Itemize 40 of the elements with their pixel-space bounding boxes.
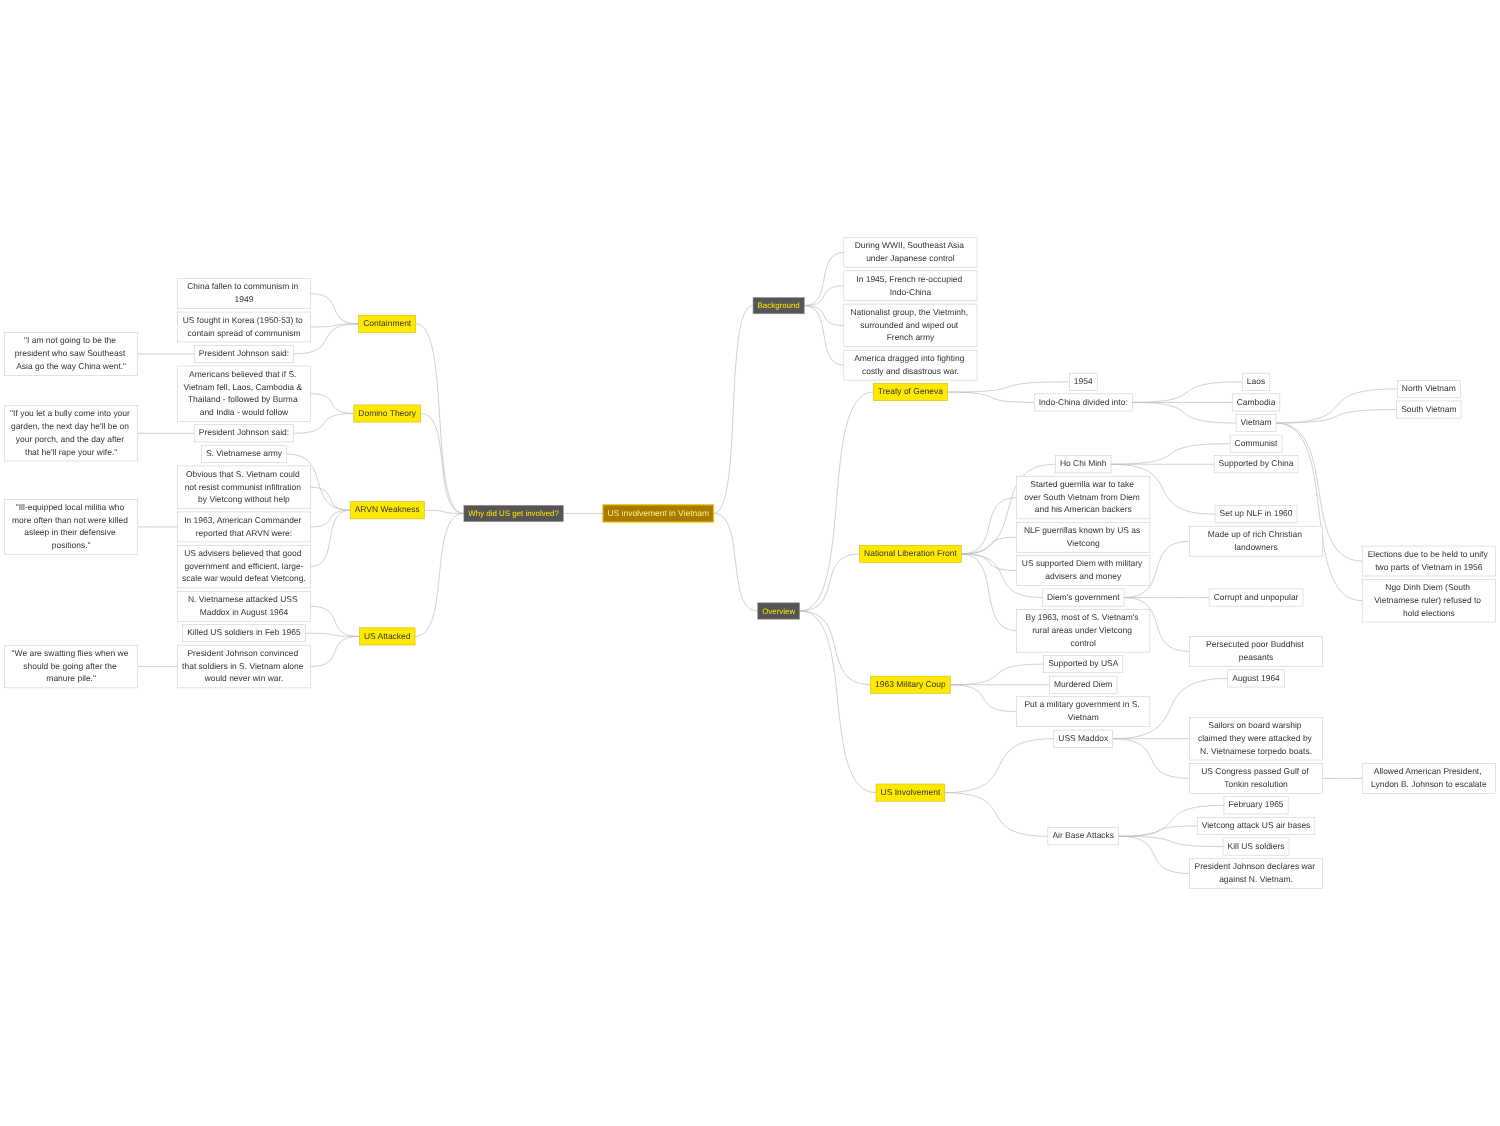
connector xyxy=(799,610,871,686)
connector xyxy=(414,513,465,637)
connector xyxy=(415,323,465,514)
connector xyxy=(310,636,360,667)
connector xyxy=(137,433,195,434)
connector xyxy=(563,513,604,514)
connector xyxy=(1118,835,1190,874)
connector xyxy=(310,486,351,511)
connector xyxy=(799,391,874,612)
connector xyxy=(947,391,1035,403)
connector xyxy=(293,323,359,355)
connector xyxy=(961,553,1017,571)
connector xyxy=(803,305,845,366)
connector xyxy=(1110,463,1216,515)
connector xyxy=(293,413,355,434)
connector xyxy=(1112,738,1190,779)
connector xyxy=(803,305,845,326)
connector xyxy=(286,453,351,511)
connector xyxy=(1131,402,1237,424)
connector xyxy=(944,792,1049,837)
connector xyxy=(713,305,754,514)
connector xyxy=(713,513,758,612)
connector xyxy=(423,509,465,514)
connector xyxy=(310,605,360,637)
connector xyxy=(1123,597,1190,652)
connector xyxy=(310,509,351,528)
connector xyxy=(420,413,465,514)
connector xyxy=(1322,778,1363,779)
connector xyxy=(137,666,178,667)
connector xyxy=(799,610,877,793)
connector xyxy=(310,509,351,567)
connector xyxy=(949,684,1017,713)
connector xyxy=(1123,540,1190,598)
connector xyxy=(961,553,1017,632)
connector xyxy=(1275,422,1363,602)
connector xyxy=(1275,388,1398,424)
connector xyxy=(1275,409,1397,424)
connector xyxy=(803,252,845,306)
connector xyxy=(799,553,860,612)
connector xyxy=(961,553,1043,598)
